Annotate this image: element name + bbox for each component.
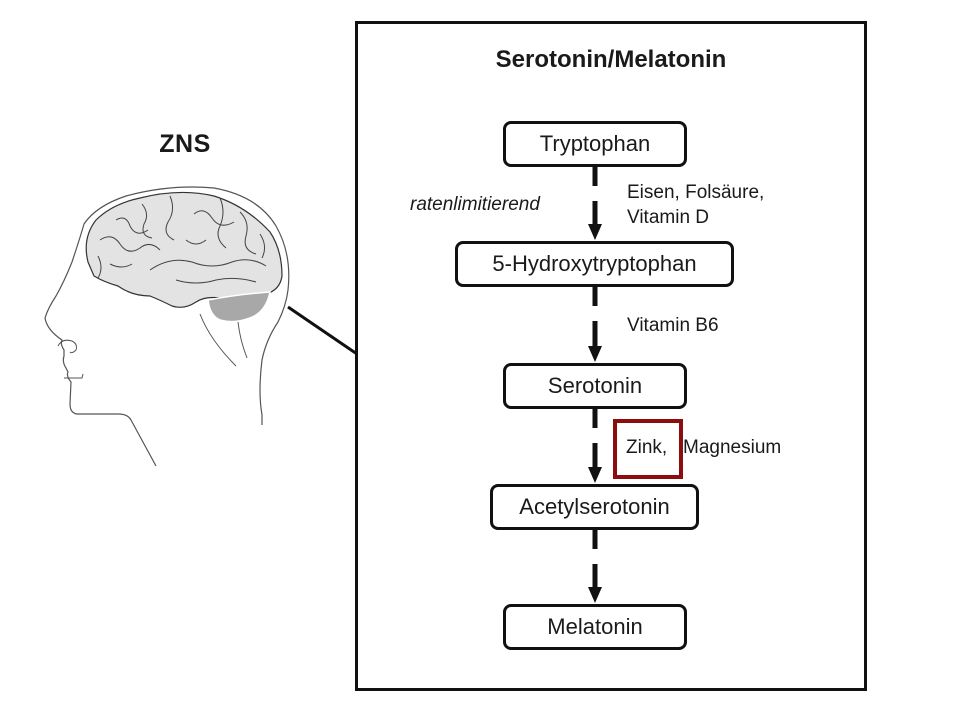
mouth bbox=[64, 373, 84, 379]
brain-gyri bbox=[97, 195, 267, 284]
note-rate-limiting: ratenlimitierend bbox=[410, 194, 540, 215]
head-brain-illustration bbox=[44, 186, 358, 467]
brainstem bbox=[199, 313, 237, 367]
neck-line bbox=[237, 321, 248, 359]
nostril bbox=[57, 339, 77, 354]
zns-title: ZNS bbox=[159, 130, 211, 158]
pathway-panel bbox=[355, 21, 867, 691]
cofactor-magnesium: Magnesium bbox=[683, 437, 782, 458]
brain-cerebrum bbox=[85, 191, 283, 308]
brain-cerebellum bbox=[207, 291, 271, 323]
node-5-hydroxytryptophan: 5-Hydroxytryptophan bbox=[455, 241, 734, 287]
pathway-title: Serotonin/Melatonin bbox=[495, 46, 727, 73]
node-serotonin: Serotonin bbox=[503, 363, 687, 409]
cofactor-zink-highlighted: Zink, bbox=[626, 437, 668, 458]
node-acetylserotonin: Acetylserotonin bbox=[490, 484, 699, 530]
zoom-connector-line bbox=[287, 305, 358, 356]
cofactors-step-1-line1: Eisen, Folsäure, bbox=[627, 182, 765, 203]
highlight-box-zink bbox=[613, 419, 683, 479]
head-outline bbox=[44, 186, 290, 467]
node-melatonin: Melatonin bbox=[503, 604, 687, 650]
cofactors-step-1-line2: Vitamin D bbox=[627, 207, 710, 228]
node-tryptophan: Tryptophan bbox=[503, 121, 687, 167]
cofactors-step-2: Vitamin B6 bbox=[627, 315, 719, 336]
